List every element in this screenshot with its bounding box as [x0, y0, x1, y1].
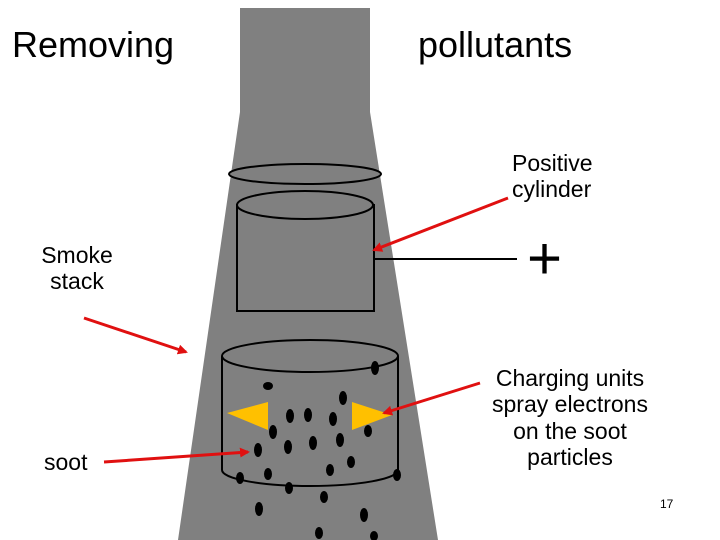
plus-sign: +	[527, 225, 563, 292]
positive-cylinder-label: Positive cylinder	[512, 150, 593, 203]
soot-particle	[304, 408, 312, 422]
soot-particle	[364, 425, 372, 437]
page-number: 17	[660, 497, 674, 511]
soot-particle	[320, 491, 328, 503]
arrow-positive-cylinder	[372, 196, 509, 252]
soot-particle	[329, 412, 337, 426]
soot-particle	[285, 482, 293, 494]
soot-particle	[254, 443, 262, 457]
charging-units-label: Charging units spray electrons on the so…	[492, 365, 648, 471]
soot-particle	[255, 502, 263, 516]
soot-label: soot	[44, 449, 88, 475]
soot-particle	[370, 531, 378, 540]
soot-particles	[236, 361, 401, 540]
soot-particle	[339, 391, 347, 405]
title-pollutants: pollutants	[418, 24, 573, 65]
soot-particle	[347, 456, 355, 468]
soot-particle	[360, 508, 368, 522]
soot-particle	[236, 472, 244, 484]
stack-opening	[228, 163, 382, 185]
arrow-soot	[103, 447, 250, 464]
positive-cylinder-top	[236, 190, 374, 220]
title-removing: Removing	[12, 24, 175, 65]
charging-unit-left	[227, 402, 268, 430]
soot-particle	[309, 436, 317, 450]
soot-particle	[326, 464, 334, 476]
soot-particle	[336, 433, 344, 447]
charging-unit-right	[352, 402, 392, 430]
soot-particle	[371, 361, 379, 375]
charging-cylinder-top	[221, 339, 399, 373]
soot-particle	[264, 468, 272, 480]
arrow-charging-units	[382, 381, 481, 416]
soot-particle	[269, 425, 277, 439]
positive-cylinder-body	[236, 204, 375, 312]
soot-particle	[393, 469, 401, 481]
soot-particle	[284, 440, 292, 454]
positive-cylinder	[228, 163, 382, 312]
soot-particle	[315, 527, 323, 539]
soot-particle	[286, 409, 294, 423]
smoke-stack-label: Smoke stack	[41, 242, 113, 295]
arrow-smoke-stack	[83, 316, 188, 355]
soot-particle	[263, 382, 273, 390]
